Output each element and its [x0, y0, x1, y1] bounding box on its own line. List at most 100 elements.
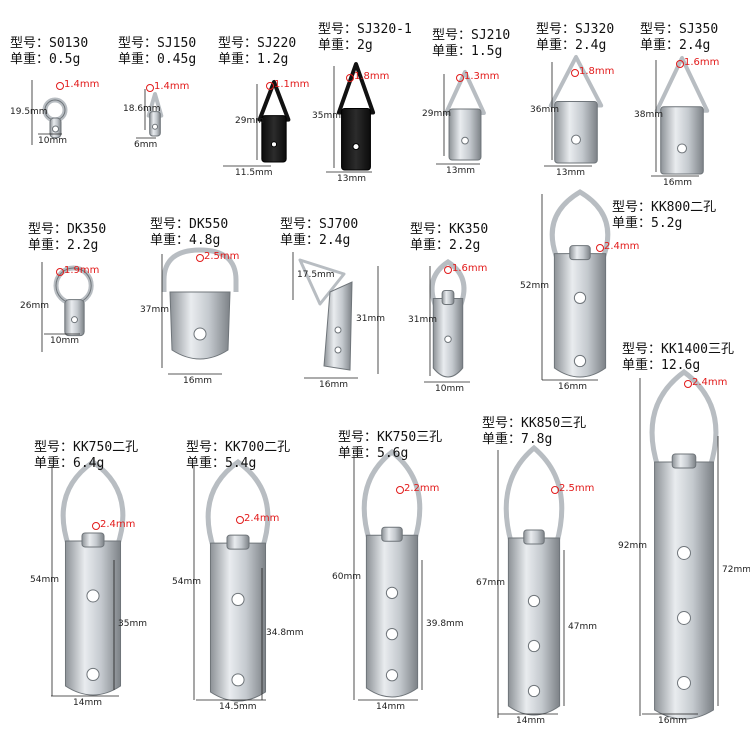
height-dimension: 31mm — [408, 315, 437, 325]
height-dimension: 19.5mm — [10, 106, 48, 117]
hanger-12 — [639, 368, 719, 720]
weight-value: 0.45g — [157, 52, 197, 67]
model-row: 型号：KK750二孔 — [34, 440, 138, 456]
width-dimension: 13mm — [446, 166, 475, 176]
hanger-hole — [385, 586, 399, 600]
hanger-d-ring — [549, 189, 611, 261]
weight-value: 6.4g — [73, 456, 105, 471]
height-dimension: 67mm — [476, 578, 505, 588]
hanger-plate — [553, 253, 607, 378]
hanger-14 — [193, 458, 271, 702]
hanger-hole — [70, 316, 78, 324]
model-label: 型号： — [280, 217, 320, 232]
width-dimension: 14.5mm — [219, 702, 257, 712]
model-label: 型号： — [410, 222, 450, 237]
wire-marker — [346, 74, 354, 82]
wire-diameter: 2.4mm — [604, 241, 640, 252]
width-dimension: 10mm — [50, 336, 79, 346]
hanger-hole — [193, 327, 207, 341]
model-row: 型号：SJ210 — [432, 28, 510, 44]
weight-row: 单重：2.2g — [28, 238, 106, 254]
model-row: 型号：SJ220 — [218, 36, 296, 52]
hanger-d-ring — [361, 448, 423, 543]
product-caption: 型号：KK700二孔单重：5.4g — [186, 440, 290, 472]
hanger-d-ring — [205, 458, 271, 550]
wire-diameter: 1.4mm — [64, 79, 100, 90]
width-dimension: 13mm — [337, 174, 366, 184]
hanger-tab — [226, 534, 250, 550]
weight-value: 4.8g — [189, 233, 221, 248]
hanger-hole — [334, 346, 342, 354]
model-row: 型号：SJ150 — [118, 36, 196, 52]
wire-marker — [56, 82, 64, 90]
weight-row: 单重：0.5g — [10, 52, 88, 68]
model-label: 型号： — [118, 36, 158, 51]
wire-marker — [444, 266, 452, 274]
hanger-hole — [677, 676, 691, 690]
hanger-3 — [326, 62, 376, 173]
wire-diameter: 1.1mm — [274, 79, 310, 90]
wire-marker — [146, 84, 154, 92]
wire-diameter: 2.4mm — [244, 513, 280, 524]
hanger-tab — [671, 453, 697, 469]
width-dimension: 16mm — [663, 178, 692, 188]
model-value: KK800二孔 — [651, 200, 717, 215]
weight-row: 单重：0.45g — [118, 52, 196, 68]
model-value: SJ320-1 — [357, 22, 412, 37]
hanger-hole — [677, 546, 691, 560]
model-label: 型号： — [338, 430, 378, 445]
hanger-d-ring — [60, 458, 126, 548]
hanger-plate — [554, 101, 598, 164]
height-dimension: 26mm — [20, 301, 49, 311]
model-label: 型号： — [28, 222, 68, 237]
wire-marker — [456, 74, 464, 82]
hanger-4 — [436, 70, 486, 165]
model-label: 型号： — [318, 22, 358, 37]
hanger-5 — [544, 55, 604, 167]
model-label: 型号： — [150, 217, 190, 232]
hanger-2 — [223, 80, 291, 167]
model-label: 型号： — [10, 36, 50, 51]
hanger-plate — [654, 461, 714, 720]
weight-label: 单重： — [640, 38, 680, 53]
model-label: 型号： — [536, 22, 576, 37]
wire-marker — [196, 254, 204, 262]
wire-diameter: 1.6mm — [452, 263, 488, 274]
hanger-hole — [527, 684, 541, 698]
plate-height-dimension: 34.8mm — [266, 628, 304, 638]
weight-row: 单重：5.6g — [338, 446, 442, 462]
wire-marker — [684, 380, 692, 388]
hanger-10 — [424, 259, 470, 383]
hanger-hole — [527, 639, 541, 653]
weight-row: 单重：5.4g — [186, 456, 290, 472]
weight-value: 12.6g — [661, 358, 701, 373]
model-row: 型号：KK800二孔 — [612, 200, 716, 216]
weight-value: 2.4g — [319, 233, 351, 248]
width-dimension: 6mm — [134, 140, 158, 150]
plate-height-dimension: 35mm — [118, 619, 147, 629]
weight-label: 单重： — [10, 52, 50, 67]
model-value: KK700二孔 — [225, 440, 291, 455]
weight-value: 2g — [357, 38, 373, 53]
hanger-hole — [527, 594, 541, 608]
wire-marker — [596, 244, 604, 252]
wire-marker — [551, 486, 559, 494]
hanger-plate — [365, 534, 419, 698]
weight-row: 单重：2.4g — [536, 38, 614, 54]
weight-row: 单重：7.8g — [482, 432, 586, 448]
width-dimension: 11.5mm — [235, 168, 273, 178]
weight-row: 单重：2.2g — [410, 238, 488, 254]
hanger-6 — [651, 56, 710, 177]
hanger-hole — [573, 291, 587, 305]
model-value: KK750二孔 — [73, 440, 139, 455]
hanger-plate — [209, 542, 267, 702]
hanger-tab — [81, 532, 105, 548]
hanger-tab — [441, 289, 455, 305]
weight-label: 单重： — [338, 446, 378, 461]
hanger-15 — [353, 448, 423, 701]
